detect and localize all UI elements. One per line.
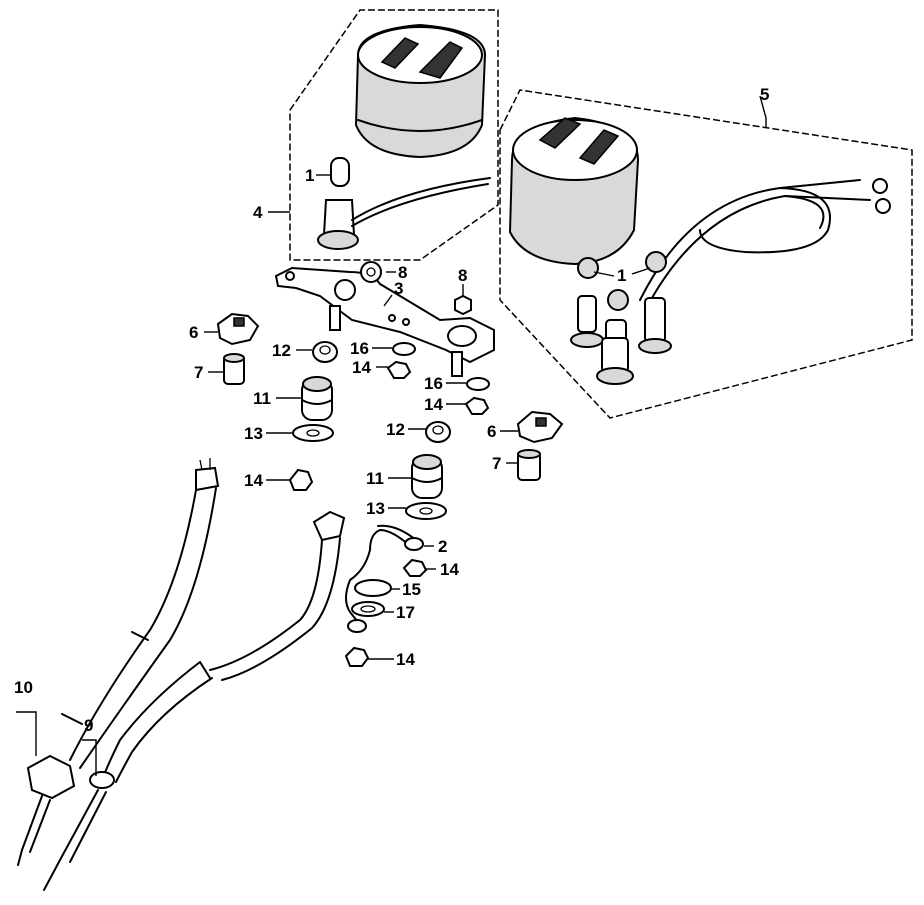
nut-14-c [288,468,314,491]
callout-11: 11 [366,469,384,488]
tachometer-assembly [499,89,913,419]
speedometer-assembly [289,9,499,261]
nut-8-left [360,261,382,283]
washer-13-left [292,424,334,442]
nut-14-d [402,558,428,577]
speedometer-housing [354,23,487,159]
washer-16-right [466,377,490,391]
meter-bracket [274,266,495,377]
callout-11: 11 [253,389,271,408]
part-4-frame [289,9,499,261]
callout-4: 4 [253,203,263,222]
callout-8: 8 [398,263,407,282]
tachometer-housing [508,116,640,266]
callout-7: 7 [492,454,501,473]
nut-14-b [464,396,490,415]
callout-9: 9 [84,716,93,735]
callout-14: 14 [352,358,371,377]
speedometer-cable [43,510,346,891]
callout-1: 1 [617,266,626,285]
sleeve-7-left [223,353,245,385]
tachometer-wire-loop [639,178,891,306]
callout-2: 2 [438,537,447,556]
callout-3: 3 [394,279,403,298]
callout-14: 14 [396,650,415,669]
washer-12-right [425,421,451,443]
bulb-socket-4 [317,157,491,250]
leader-lines [16,95,767,776]
tachometer-bulbs [570,251,672,385]
callout-labels: 1 4 5 1 8 8 3 6 7 12 16 14 16 14 11 13 1… [14,85,769,735]
callout-14: 14 [424,395,443,414]
washer-13-right [405,502,447,520]
part-5-frame [499,89,913,419]
callout-12: 12 [386,420,405,439]
cushion-11-left [301,376,333,421]
tachometer-cable [17,458,220,866]
callout-16: 16 [424,374,443,393]
cushion-11-right [411,454,443,499]
callout-6: 6 [487,422,496,441]
washer-12-left [312,341,338,363]
callout-17: 17 [396,603,415,622]
callout-14: 14 [440,560,459,579]
holder-6-left [216,312,260,346]
nut-14-a [386,360,412,379]
callout-6: 6 [189,323,198,342]
callout-12: 12 [272,341,291,360]
callout-1: 1 [305,166,314,185]
callout-5: 5 [760,85,769,104]
callout-16: 16 [350,339,369,358]
sleeve-7-right [517,449,541,481]
nut-8-right [454,294,472,316]
callout-7: 7 [194,363,203,382]
callout-13: 13 [366,499,385,518]
holder-6-right [516,410,564,444]
callout-10: 10 [14,678,33,697]
callout-13: 13 [244,424,263,443]
callout-8: 8 [458,266,467,285]
callout-15: 15 [402,580,421,599]
callout-14: 14 [244,471,263,490]
nut-14-e [344,646,370,667]
ground-wire-assembly [345,524,424,633]
washer-16-left [392,342,416,356]
